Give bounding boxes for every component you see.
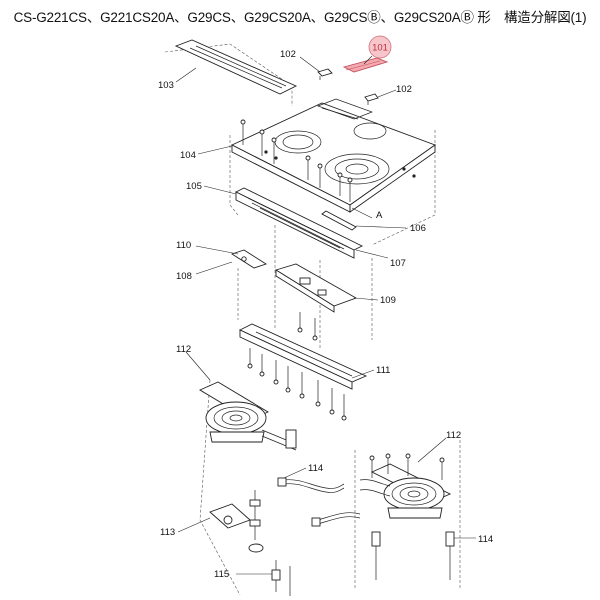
callout-105: 105 xyxy=(186,181,202,192)
callout-103: 103 xyxy=(158,80,174,91)
callout-107: 107 xyxy=(390,258,406,269)
part-111-base-plate xyxy=(238,323,368,390)
callout-111: 111 xyxy=(376,365,390,376)
screws-plate xyxy=(240,119,353,202)
callout-115: 115 xyxy=(214,569,229,580)
callout-102-right: 102 xyxy=(396,84,412,95)
part-102-clip-left xyxy=(317,68,333,80)
part-108-bracket xyxy=(230,249,268,269)
part-113-lower-parts xyxy=(209,490,264,553)
part-112-coil-right xyxy=(359,453,452,519)
leader-lines xyxy=(175,55,476,575)
callout-101-marker xyxy=(368,35,392,59)
callout-106: 106 xyxy=(410,223,426,234)
callout-113: 113 xyxy=(160,527,175,538)
part-101-trim-bar[interactable] xyxy=(342,57,389,73)
callout-112-left: 112 xyxy=(176,344,191,355)
assembly-guide-lines xyxy=(164,43,461,596)
part-112-coil-left xyxy=(199,381,297,451)
part-104-top-plate xyxy=(230,98,436,213)
callout-102-left: 102 xyxy=(280,49,296,60)
part-109-control-board xyxy=(274,263,358,341)
callout-109: 109 xyxy=(380,295,396,306)
callout-114-center: 114 xyxy=(308,463,323,474)
callout-labels: 101 102 102 103 104 105 A 106 107 110 10… xyxy=(158,35,493,580)
part-114-right-springs xyxy=(371,531,455,580)
part-105-front-frame xyxy=(234,187,364,259)
part-102-clip-right xyxy=(364,93,379,105)
diagram-title: CS-G221CS、G221CS20A、G29CS、G29CS20A、G29CS… xyxy=(13,10,587,25)
part-106-strip xyxy=(321,210,357,231)
callout-110: 110 xyxy=(176,240,191,251)
callout-101: 101 xyxy=(372,43,388,54)
callout-104: 104 xyxy=(180,150,196,161)
screws-base xyxy=(247,348,347,421)
part-103-control-sheet xyxy=(174,39,298,95)
callout-112-right: 112 xyxy=(446,430,461,441)
callout-A: A xyxy=(376,210,383,221)
part-115-spring-pins xyxy=(271,560,291,596)
part-114-harness-center xyxy=(277,477,361,527)
callout-108: 108 xyxy=(176,271,192,282)
callout-114-right: 114 xyxy=(478,534,493,545)
